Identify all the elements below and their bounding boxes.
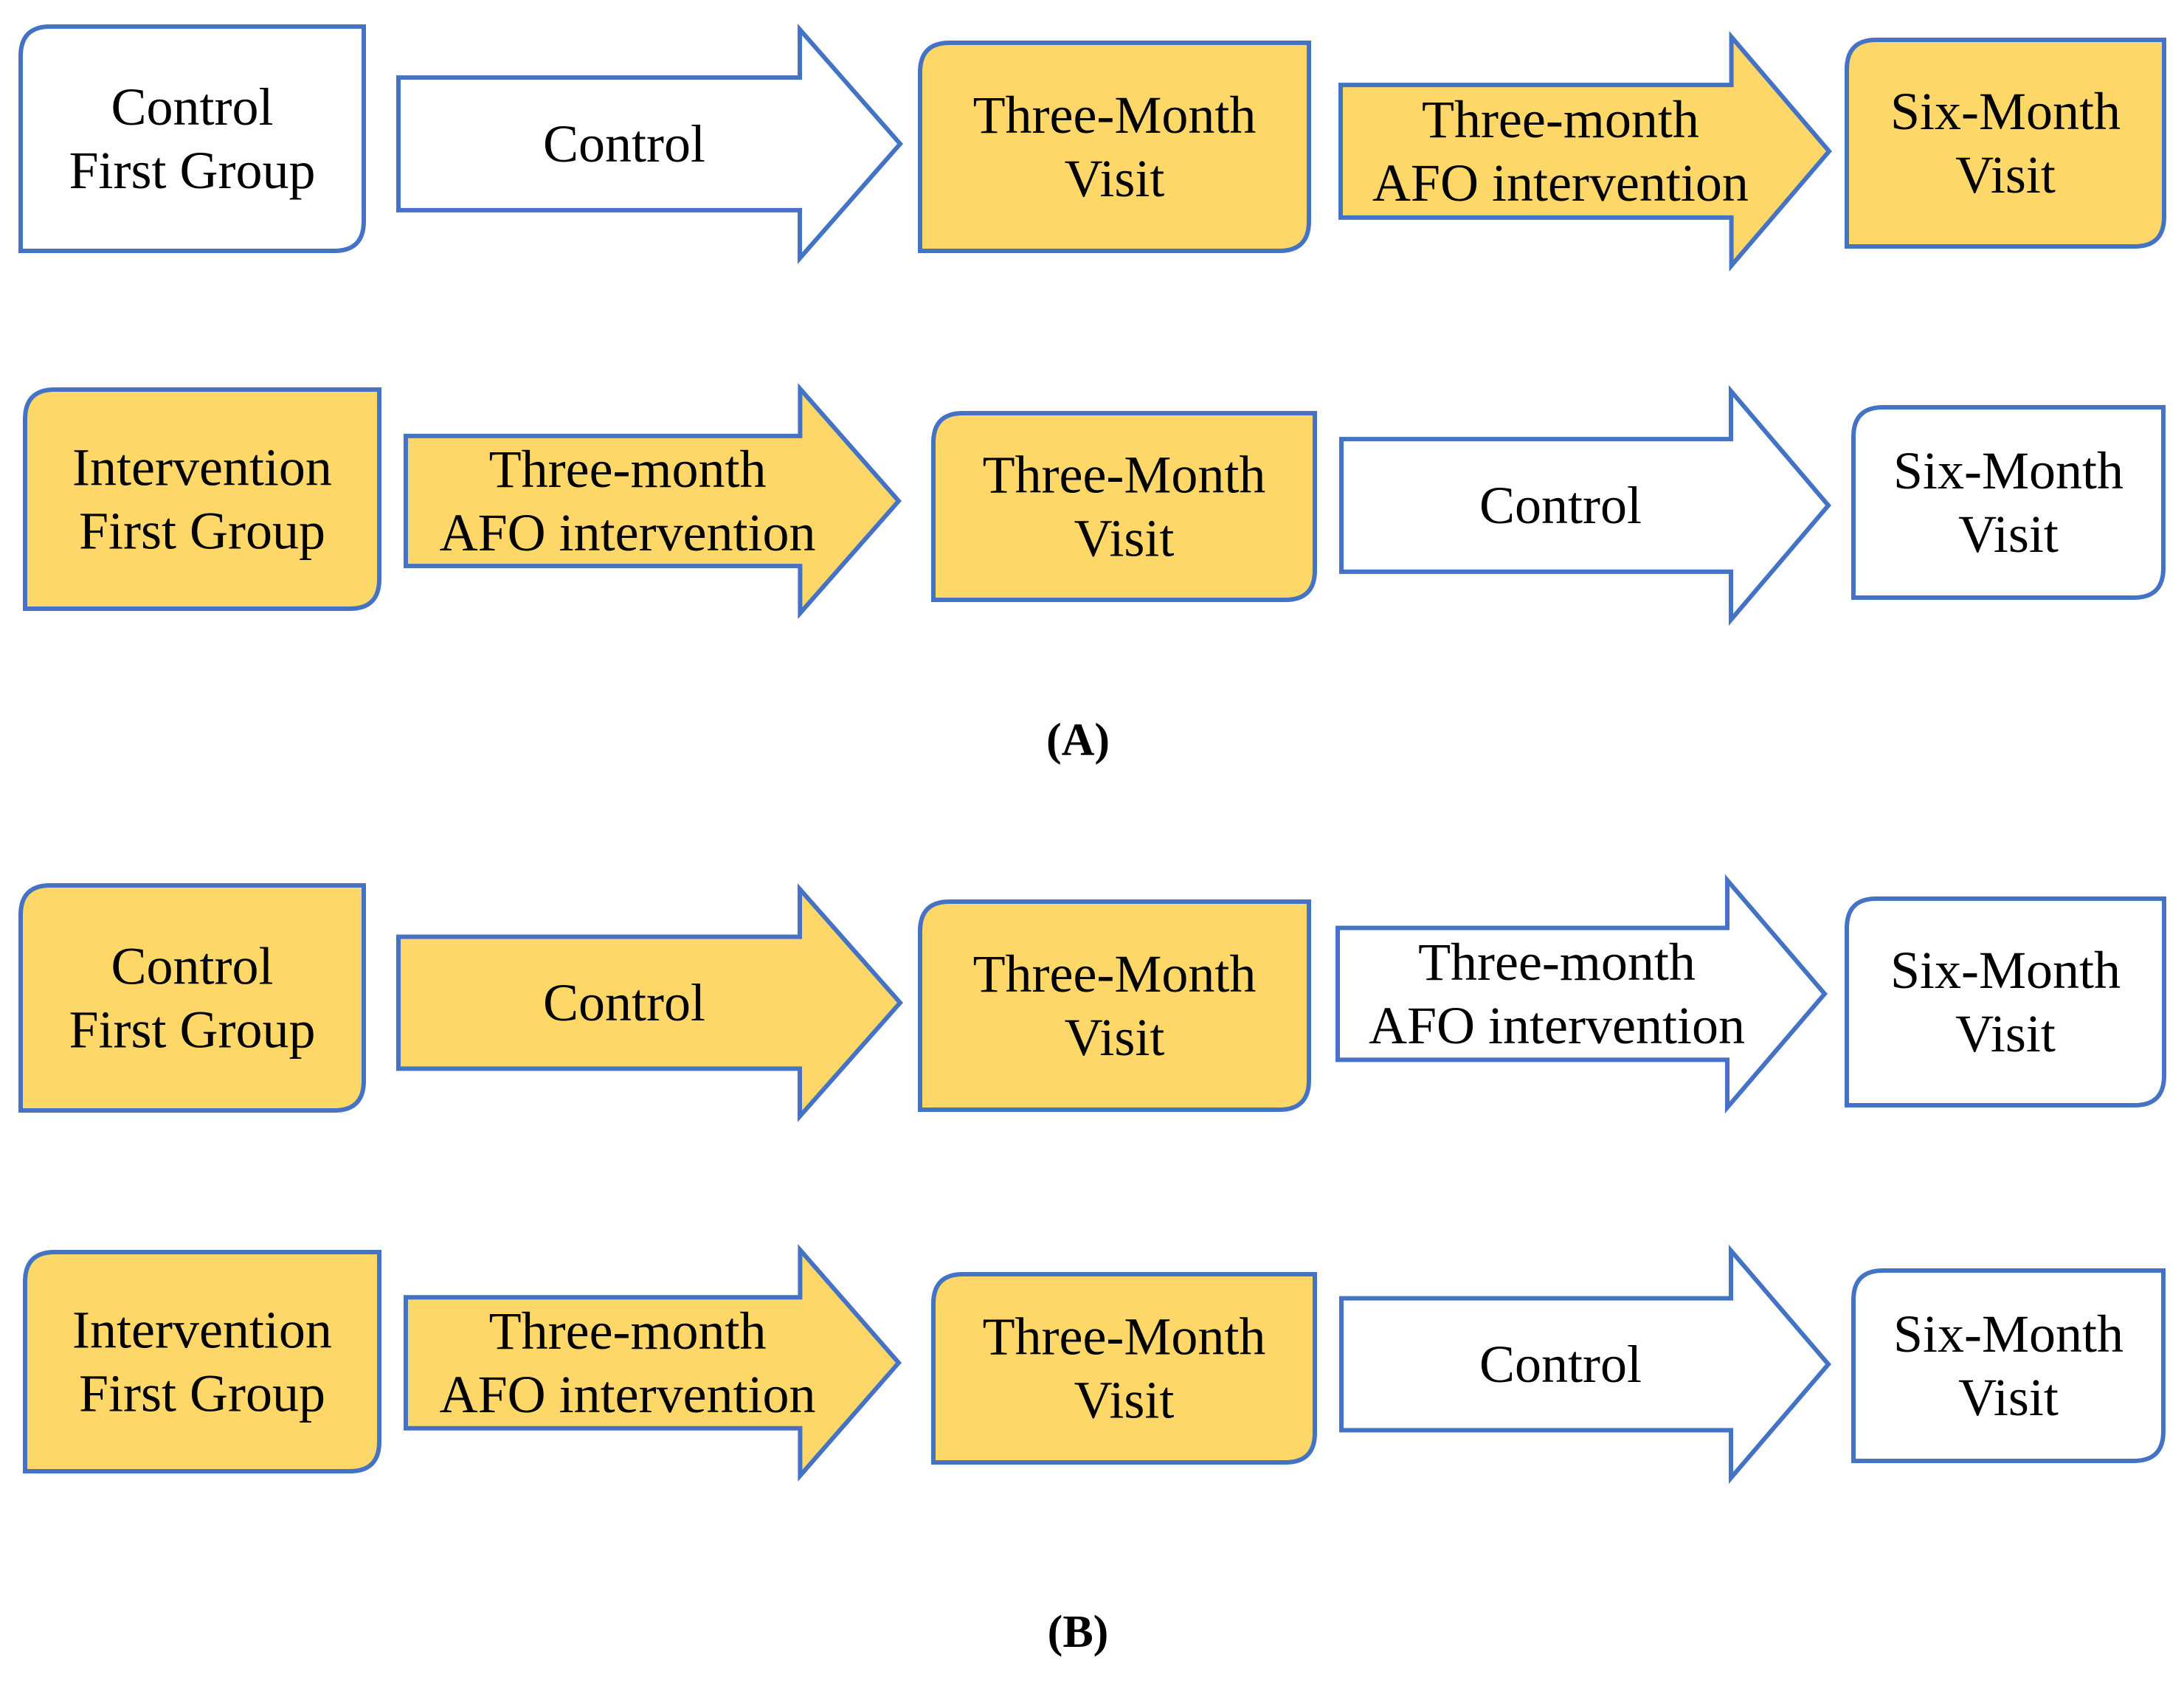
node-label-line: Visit	[1955, 1004, 2056, 1063]
box-shape	[918, 41, 1311, 253]
panel-caption: (B)	[1048, 1607, 1109, 1657]
arrow-shape	[404, 383, 902, 619]
node-label-line: Six-Month	[1890, 82, 2121, 141]
arrow-shape	[1335, 874, 1828, 1114]
node-label-line: Control	[543, 973, 705, 1032]
arrow-control: Control	[1339, 384, 1831, 626]
node-label-line: First Group	[69, 1001, 315, 1060]
node-label-line: Visit	[1065, 149, 1165, 208]
arrow-shape	[1339, 1244, 1831, 1485]
node-label-line: Six-Month	[1893, 441, 2123, 500]
node-label-line: Three-month	[489, 1302, 767, 1361]
node-label-line: AFO intervention	[440, 503, 816, 562]
node-label-line: Visit	[1955, 145, 2056, 204]
box-shape	[18, 883, 366, 1113]
node-label-line: Visit	[1074, 509, 1175, 568]
node-label-line: Three-month	[1418, 933, 1696, 992]
node-label-line: Visit	[1074, 1371, 1175, 1430]
node-label-line: AFO intervention	[1369, 996, 1745, 1055]
panel-caption: (A)	[1046, 715, 1110, 765]
arrow-control: Control	[1339, 1244, 1831, 1485]
node-label-line: AFO intervention	[1372, 153, 1749, 212]
arrow-shape	[1339, 384, 1831, 626]
node-label-line: Control	[111, 937, 273, 996]
box-shape	[931, 411, 1317, 602]
node-label-line: Three-Month	[973, 944, 1257, 1003]
box-shape	[23, 387, 381, 611]
node-label-line: Three-month	[1422, 90, 1699, 149]
arrow-shape	[404, 1244, 902, 1482]
arrow-shape	[396, 24, 903, 264]
node-label-line: AFO intervention	[440, 1365, 816, 1424]
box-shape	[1845, 896, 2166, 1107]
node-label-line: Three-month	[489, 440, 767, 499]
arrow-shape	[396, 883, 904, 1122]
node-label-line: First Group	[69, 141, 315, 200]
node-label-line: Six-Month	[1893, 1304, 2123, 1364]
box-shape	[1851, 1268, 2166, 1463]
arrow-control: Control	[396, 24, 903, 264]
node-label-line: First Group	[79, 502, 325, 561]
node-label-line: Three-Month	[973, 86, 1257, 145]
node-label-line: Six-Month	[1890, 941, 2121, 1000]
box-shape	[931, 1272, 1317, 1465]
node-label-line: Control	[1479, 1335, 1642, 1394]
box-shape	[1851, 405, 2166, 600]
node-label-line: Intervention	[72, 1301, 332, 1360]
node-label-line: Intervention	[72, 438, 332, 497]
node-label-line: Control	[1479, 476, 1642, 535]
node-label-line: Visit	[1958, 505, 2059, 564]
node-label-line: Control	[111, 77, 273, 136]
box-shape	[18, 24, 366, 253]
box-shape	[1845, 38, 2166, 249]
box-shape	[918, 899, 1311, 1112]
arrow-shape	[1338, 30, 1832, 272]
node-label-line: First Group	[79, 1364, 325, 1423]
node-label-line: Three-Month	[983, 446, 1266, 505]
box-shape	[23, 1250, 381, 1473]
arrow-control: Control	[396, 883, 904, 1122]
node-label-line: Visit	[1065, 1008, 1165, 1067]
node-label-line: Three-Month	[983, 1307, 1266, 1366]
node-label-line: Control	[543, 114, 705, 173]
node-label-line: Visit	[1958, 1368, 2059, 1427]
